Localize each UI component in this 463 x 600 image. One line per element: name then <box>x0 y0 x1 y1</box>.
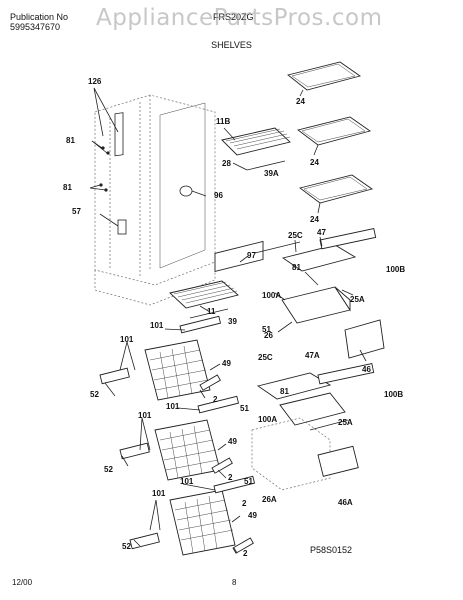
callout-100A: 100A <box>258 415 277 424</box>
callout-51: 51 <box>244 477 253 486</box>
callout-2: 2 <box>243 549 248 558</box>
callout-25A: 25A <box>350 295 365 304</box>
callout-39: 39 <box>228 317 237 326</box>
callout-47: 47 <box>317 228 326 237</box>
callout-126: 126 <box>88 77 102 86</box>
callout-51: 51 <box>240 404 249 413</box>
figure-id: P58S0152 <box>310 545 353 555</box>
diagram-title: SHELVES <box>211 40 252 50</box>
wire-shelves <box>169 127 291 319</box>
callout-100B: 100B <box>386 265 405 274</box>
callout-52: 52 <box>90 390 99 399</box>
callout-2: 2 <box>228 473 233 482</box>
callout-101: 101 <box>150 321 164 330</box>
callout-101: 101 <box>180 477 194 486</box>
callout-46A: 46A <box>338 498 353 507</box>
leader-lines <box>89 87 367 554</box>
callout-96: 96 <box>214 191 223 200</box>
callout-2: 2 <box>213 395 218 404</box>
callout-51: 51 <box>262 325 271 334</box>
callout-100A: 100A <box>262 291 281 300</box>
baskets <box>99 315 256 556</box>
cabinet-screws <box>99 146 264 272</box>
callout-81: 81 <box>63 183 72 192</box>
footer-page: 8 <box>232 578 237 587</box>
callout-25C: 25C <box>258 353 273 362</box>
callout-28: 28 <box>222 159 231 168</box>
crisper-assembly-lower <box>251 363 375 491</box>
cabinet-outline <box>94 94 216 306</box>
callout-52: 52 <box>104 465 113 474</box>
callout-2: 2 <box>242 499 247 508</box>
callout-101: 101 <box>138 411 152 420</box>
callout-52: 52 <box>122 542 131 551</box>
callout-24: 24 <box>310 215 319 224</box>
callout-101: 101 <box>120 335 134 344</box>
callout-81: 81 <box>66 136 75 145</box>
callout-25C: 25C <box>288 231 303 240</box>
callout-81: 81 <box>292 263 301 272</box>
callout-24: 24 <box>296 97 305 106</box>
callout-101: 101 <box>166 402 180 411</box>
callout-97: 97 <box>247 251 256 260</box>
glass-shelves-upper <box>287 61 374 204</box>
callout-26: 26 <box>264 331 273 340</box>
callout-47A: 47A <box>305 351 320 360</box>
footer-date: 12/00 <box>12 578 33 587</box>
callout-25A: 25A <box>338 418 353 427</box>
callout-11: 11 <box>207 307 216 316</box>
callout-49: 49 <box>228 437 237 446</box>
callout-46: 46 <box>362 365 371 374</box>
publication-label: Publication No <box>10 12 69 22</box>
callout-49: 49 <box>248 511 257 520</box>
callout-49: 49 <box>222 359 231 368</box>
model-number: FRS20ZG <box>213 12 254 22</box>
crisper-assembly-upper <box>254 228 385 359</box>
callout-labels: 126 81 81 57 11B 28 39A 96 97 24 24 24 25C 47 81 100B 10… <box>63 77 405 558</box>
callout-39A: 39A <box>264 169 279 178</box>
callout-101: 101 <box>152 489 166 498</box>
callout-24: 24 <box>310 158 319 167</box>
callout-57: 57 <box>72 207 81 216</box>
callout-81: 81 <box>280 387 289 396</box>
callout-100B: 100B <box>384 390 403 399</box>
callout-26A: 26A <box>262 495 277 504</box>
callout-11B: 11B <box>216 117 230 126</box>
watermark: AppliancePartsPros.com <box>96 5 383 31</box>
publication-number: 5995347670 <box>10 22 61 32</box>
